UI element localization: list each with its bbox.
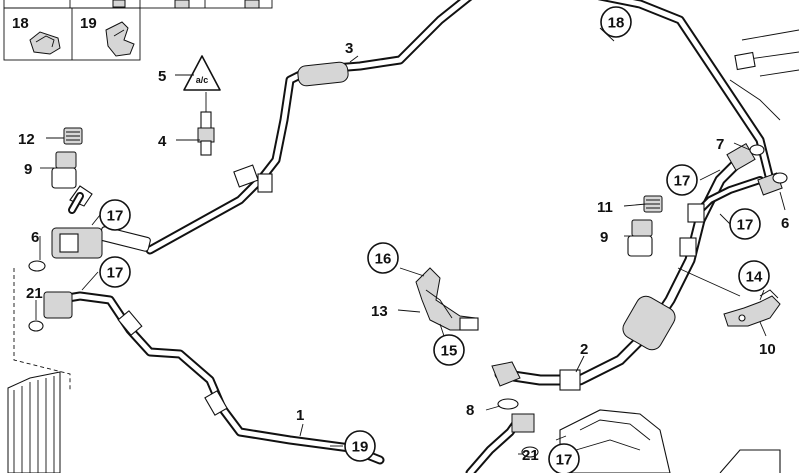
callout-16: 16 <box>367 242 399 274</box>
callout-6-left: 6 <box>31 229 39 246</box>
svg-text:17: 17 <box>674 173 691 190</box>
callout-6-right: 6 <box>781 215 789 232</box>
callout-4: 4 <box>158 133 167 150</box>
callout-14: 14 <box>738 260 770 292</box>
callout-17-b: 17 <box>99 256 131 288</box>
svg-text:17: 17 <box>107 208 124 225</box>
callout-12: 12 <box>18 131 35 148</box>
callout-11: 11 <box>597 199 613 216</box>
svg-text:17: 17 <box>556 452 573 469</box>
legend-label-18: 18 <box>12 15 29 32</box>
expansion-block-left <box>28 185 103 272</box>
callout-19: 19 <box>344 430 376 462</box>
callout-1: 1 <box>296 407 304 424</box>
callout-15: 15 <box>433 334 465 366</box>
callout-17-e: 17 <box>548 443 580 473</box>
callout-7: 7 <box>716 136 724 153</box>
callout-17-d: 17 <box>729 208 761 240</box>
legend-clip-19-icon <box>105 21 135 57</box>
svg-text:17: 17 <box>107 265 124 282</box>
callout-8: 8 <box>466 402 474 419</box>
warning-label-sticker: a/c <box>183 55 221 91</box>
pressure-sensor <box>197 92 215 156</box>
callout-21-left: 21 <box>26 285 43 302</box>
svg-text:19: 19 <box>352 439 369 456</box>
svg-text:16: 16 <box>375 251 392 268</box>
condenser <box>7 268 71 473</box>
callout-17-a: 17 <box>99 199 131 231</box>
callout-9-left: 9 <box>24 161 32 178</box>
hose-3 <box>99 0 473 255</box>
callout-2: 2 <box>580 341 588 358</box>
legend-clip-18-icon <box>29 31 61 55</box>
service-valve-right <box>627 219 653 257</box>
svg-text:18: 18 <box>608 15 625 32</box>
svg-text:a/c: a/c <box>196 75 209 85</box>
bracket-13 <box>415 267 479 331</box>
hose-2 <box>491 154 746 391</box>
callout-9-right: 9 <box>600 229 608 246</box>
callout-10: 10 <box>759 341 776 358</box>
svg-text:14: 14 <box>746 269 763 286</box>
service-cap-right <box>643 195 663 213</box>
svg-text:15: 15 <box>441 343 458 360</box>
bracket-10 <box>723 289 781 327</box>
callout-21-right: 21 <box>522 447 539 464</box>
callout-5: 5 <box>158 68 166 85</box>
service-valve-left <box>51 151 77 189</box>
callout-18: 18 <box>600 6 632 38</box>
callout-17-c: 17 <box>666 164 698 196</box>
legend-label-19: 19 <box>80 15 97 32</box>
callout-13: 13 <box>371 303 388 320</box>
callout-3: 3 <box>345 40 353 57</box>
service-cap-left <box>63 127 83 145</box>
svg-text:17: 17 <box>737 217 754 234</box>
compressor-area <box>465 398 781 473</box>
hose-upper-right <box>597 0 799 257</box>
hose-1 <box>28 291 385 465</box>
legend-box: 18 19 <box>3 0 273 61</box>
